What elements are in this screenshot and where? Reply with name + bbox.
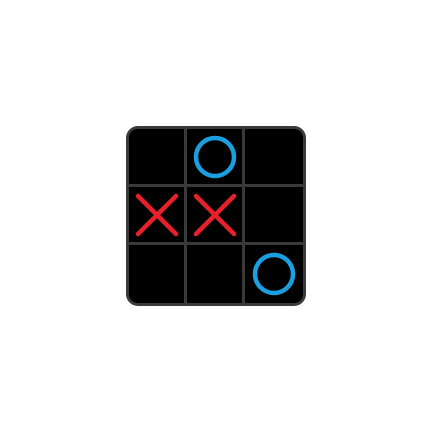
o-mark-icon: [193, 135, 236, 178]
board-cell-r2-c2[interactable]: [245, 245, 303, 303]
board-cell-r2-c0[interactable]: [129, 245, 187, 303]
board-cell-r1-c1[interactable]: [187, 187, 245, 245]
board-cell-r0-c2[interactable]: [245, 129, 303, 187]
o-mark-icon: [252, 252, 296, 296]
tic-tac-toe-board: [126, 126, 306, 306]
board-cell-r1-c0[interactable]: [129, 187, 187, 245]
board-cell-r0-c1[interactable]: [187, 129, 245, 187]
board-cell-r0-c0[interactable]: [129, 129, 187, 187]
board-cell-r2-c1[interactable]: [187, 245, 245, 303]
x-mark-icon: [193, 193, 236, 236]
board-cell-r1-c2[interactable]: [245, 187, 303, 245]
x-mark-icon: [135, 193, 178, 236]
